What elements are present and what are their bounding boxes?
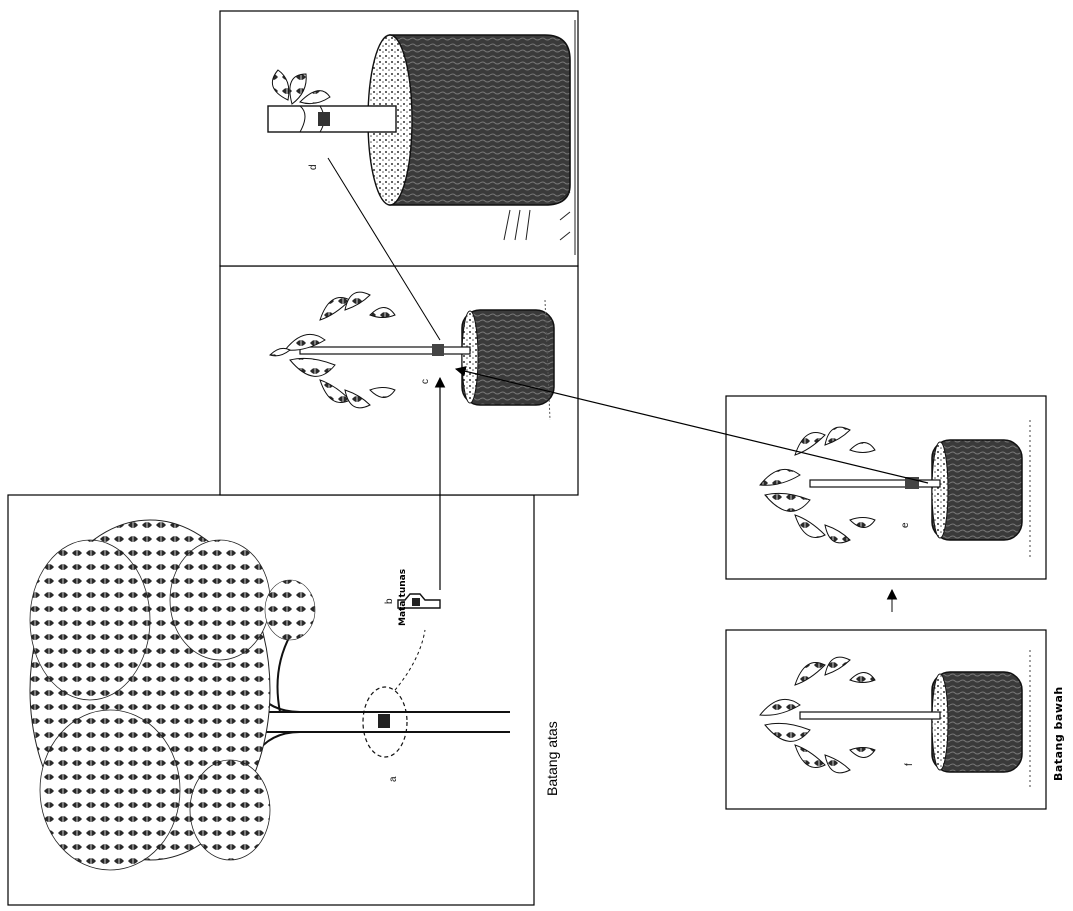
label-batang-bawah: Batang bawah xyxy=(1052,686,1065,781)
panel-letter-f: f xyxy=(904,763,915,766)
pot-closeup xyxy=(390,35,570,205)
panel-rootstock-grafted: e xyxy=(726,396,1046,579)
panel-graft-closeup: d xyxy=(220,11,578,266)
panel-rootstock: f xyxy=(726,630,1046,809)
panel-letter-b: b xyxy=(384,598,395,604)
panel-letter-a: a xyxy=(388,776,399,782)
panel-grafted-seedling: c xyxy=(220,266,578,495)
panel-letter-e: e xyxy=(900,522,911,528)
panel-letter-c: c xyxy=(420,379,431,384)
panel-letter-d: d xyxy=(308,164,319,170)
panel-scion-tree: a b xyxy=(8,495,534,905)
label-batang-atas: Batang atas xyxy=(544,721,560,796)
label-mata-tunas: Mata tunas xyxy=(398,569,408,626)
